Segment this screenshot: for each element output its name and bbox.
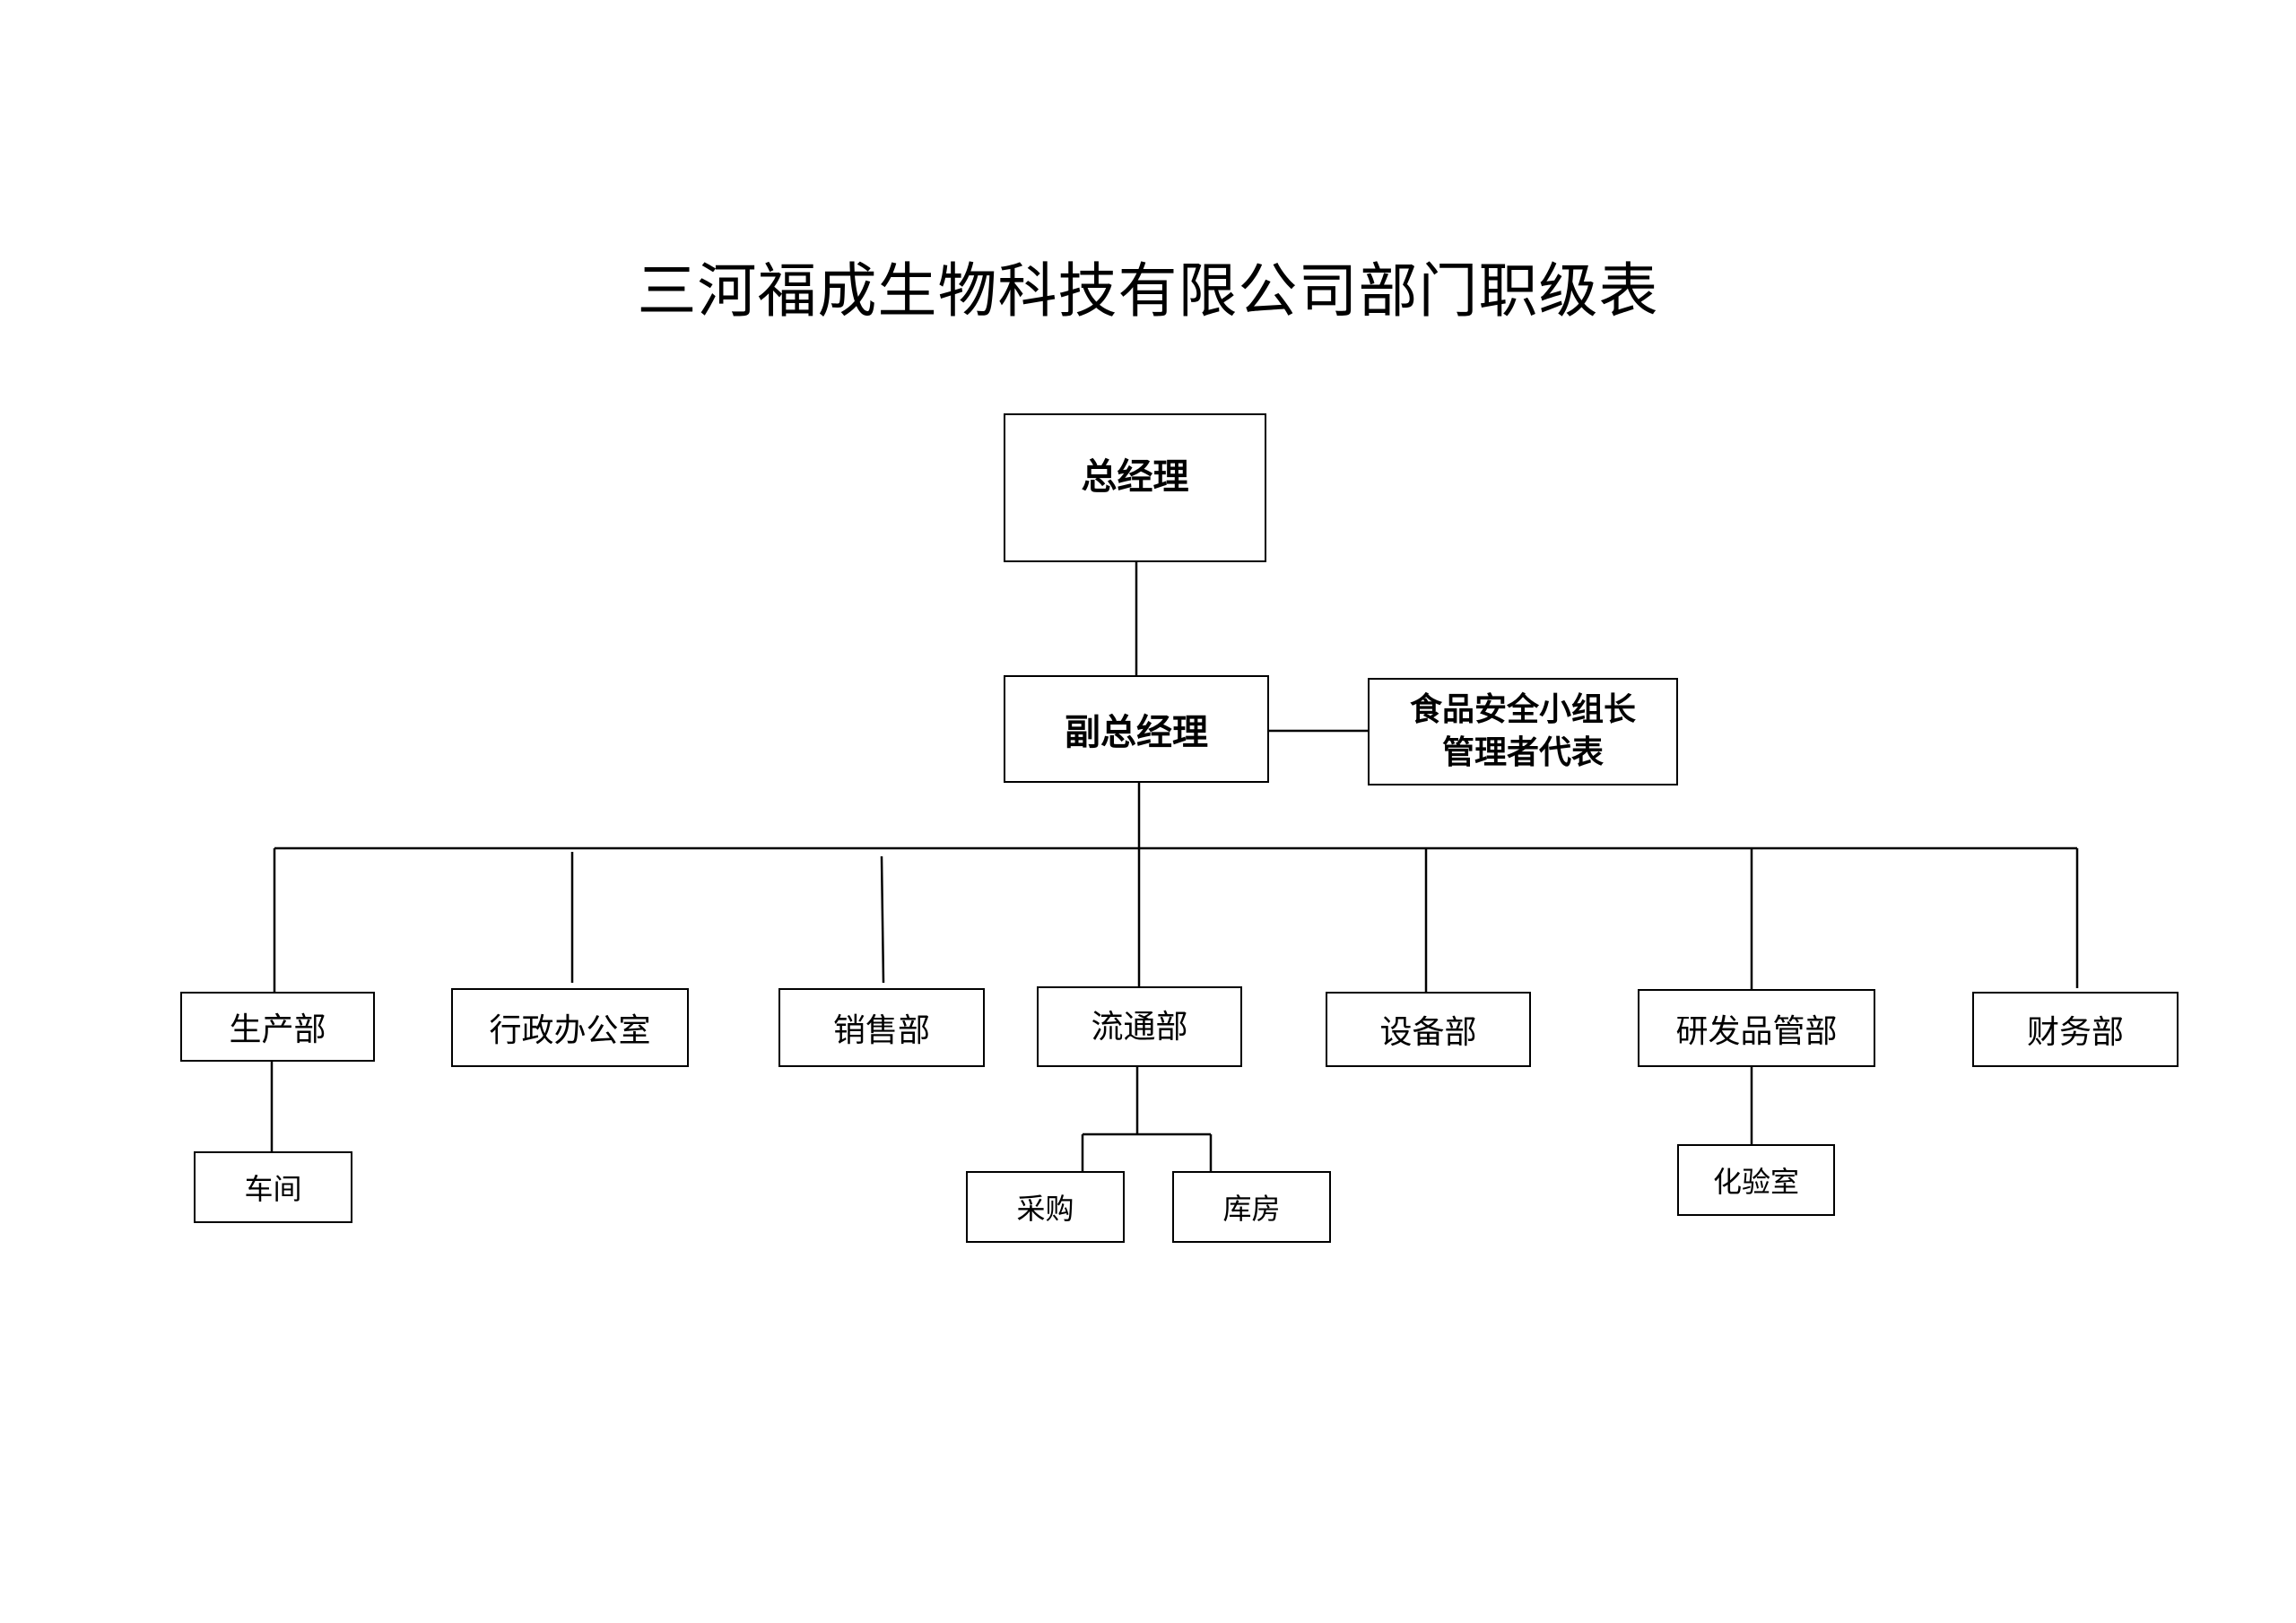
purchasing-box: 采购 bbox=[966, 1171, 1125, 1243]
finance-dept-box: 财务部 bbox=[1972, 992, 2179, 1067]
warehouse-label: 库房 bbox=[1222, 1192, 1281, 1226]
production-dept-label: 生产部 bbox=[229, 1011, 326, 1048]
finance-dept-label: 财务部 bbox=[2026, 1014, 2124, 1051]
circulation-dept-label: 流通部 bbox=[1091, 1009, 1188, 1046]
sales-dept-box: 销售部 bbox=[778, 988, 985, 1067]
workshop-box: 车间 bbox=[194, 1151, 352, 1223]
admin-office-box: 行政办公室 bbox=[451, 988, 689, 1067]
rd-quality-dept-box: 研发品管部 bbox=[1638, 989, 1875, 1067]
circulation-dept-box: 流通部 bbox=[1037, 986, 1242, 1067]
connector-drop-sales bbox=[880, 855, 885, 984]
food-safety-leader-box: 食品安全小组长 管理者代表 bbox=[1368, 678, 1678, 785]
chart-title: 三河福成生物科技有限公司部门职级表 bbox=[637, 256, 1659, 325]
equipment-dept-box: 设备部 bbox=[1326, 992, 1531, 1067]
general-manager-box: 总经理 bbox=[1004, 413, 1266, 562]
laboratory-label: 化验室 bbox=[1712, 1165, 1799, 1199]
food-safety-leader-label: 食品安全小组长 管理者代表 bbox=[1409, 691, 1636, 771]
workshop-label: 车间 bbox=[244, 1172, 302, 1206]
purchasing-label: 采购 bbox=[1016, 1192, 1074, 1226]
deputy-general-manager-box: 副总经理 bbox=[1004, 675, 1269, 783]
general-manager-label: 总经理 bbox=[1081, 456, 1189, 498]
sales-dept-label: 销售部 bbox=[832, 1012, 930, 1049]
production-dept-box: 生产部 bbox=[180, 992, 375, 1062]
admin-office-label: 行政办公室 bbox=[489, 1012, 651, 1049]
laboratory-box: 化验室 bbox=[1677, 1144, 1835, 1216]
deputy-general-manager-label: 副总经理 bbox=[1065, 712, 1208, 753]
warehouse-box: 库房 bbox=[1172, 1171, 1331, 1243]
equipment-dept-label: 设备部 bbox=[1379, 1014, 1477, 1051]
rd-quality-dept-label: 研发品管部 bbox=[1675, 1012, 1838, 1050]
